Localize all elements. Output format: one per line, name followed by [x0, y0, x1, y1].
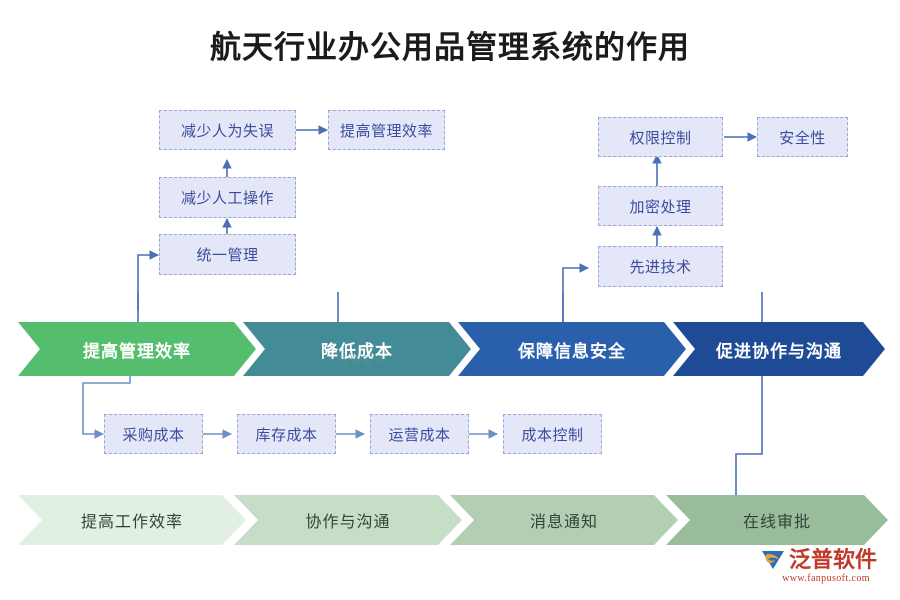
chevron-improve-work-efficiency[interactable]: 提高工作效率 [18, 495, 246, 545]
box-cost-control[interactable]: 成本控制 [503, 414, 602, 454]
logo-row: 泛普软件 [760, 548, 892, 572]
fanpu-swoosh-icon [762, 551, 784, 569]
chevron-ensure-information-security[interactable]: 保障信息安全 [458, 322, 686, 376]
chevron-label: 消息通知 [529, 514, 598, 531]
chevron-online-approval[interactable]: 在线审批 [666, 495, 888, 545]
chevron-improve-management-efficiency[interactable]: 提高管理效率 [18, 322, 256, 376]
box-advanced-technology[interactable]: 先进技术 [598, 246, 723, 287]
box-safety[interactable]: 安全性 [757, 117, 848, 157]
box-unified-management[interactable]: 统一管理 [159, 234, 296, 275]
chevron-label: 协作与沟通 [305, 514, 391, 531]
box-encryption-processing[interactable]: 加密处理 [598, 186, 723, 226]
chevron-collaboration-communication[interactable]: 协作与沟通 [234, 495, 462, 545]
box-operation-cost[interactable]: 运营成本 [370, 414, 469, 454]
box-inventory-cost[interactable]: 库存成本 [237, 414, 336, 454]
box-reduce-manual-operation[interactable]: 减少人工操作 [159, 177, 296, 218]
chevron-label: 促进协作与沟通 [716, 341, 842, 361]
box-improve-management-efficiency[interactable]: 提高管理效率 [328, 110, 445, 150]
box-reduce-human-error[interactable]: 减少人为失误 [159, 110, 296, 150]
logo-url: www.fanpusoft.com [782, 573, 870, 584]
box-procurement-cost[interactable]: 采购成本 [104, 414, 203, 454]
chevron-promote-collaboration[interactable]: 促进协作与沟通 [673, 322, 885, 376]
chevron-label: 降低成本 [321, 341, 393, 361]
page-title: 航天行业办公用品管理系统的作用 [210, 30, 690, 65]
company-logo: 泛普软件 www.fanpusoft.com [760, 548, 892, 592]
chevron-message-notification[interactable]: 消息通知 [450, 495, 678, 545]
chevron-label: 提高管理效率 [83, 341, 191, 361]
box-permission-control[interactable]: 权限控制 [598, 117, 723, 157]
chevron-label: 在线审批 [742, 514, 811, 531]
logo-text: 泛普软件 [789, 547, 878, 572]
chevron-label: 保障信息安全 [518, 341, 626, 361]
chevron-reduce-cost[interactable]: 降低成本 [243, 322, 471, 376]
chevron-label: 提高工作效率 [80, 514, 183, 531]
